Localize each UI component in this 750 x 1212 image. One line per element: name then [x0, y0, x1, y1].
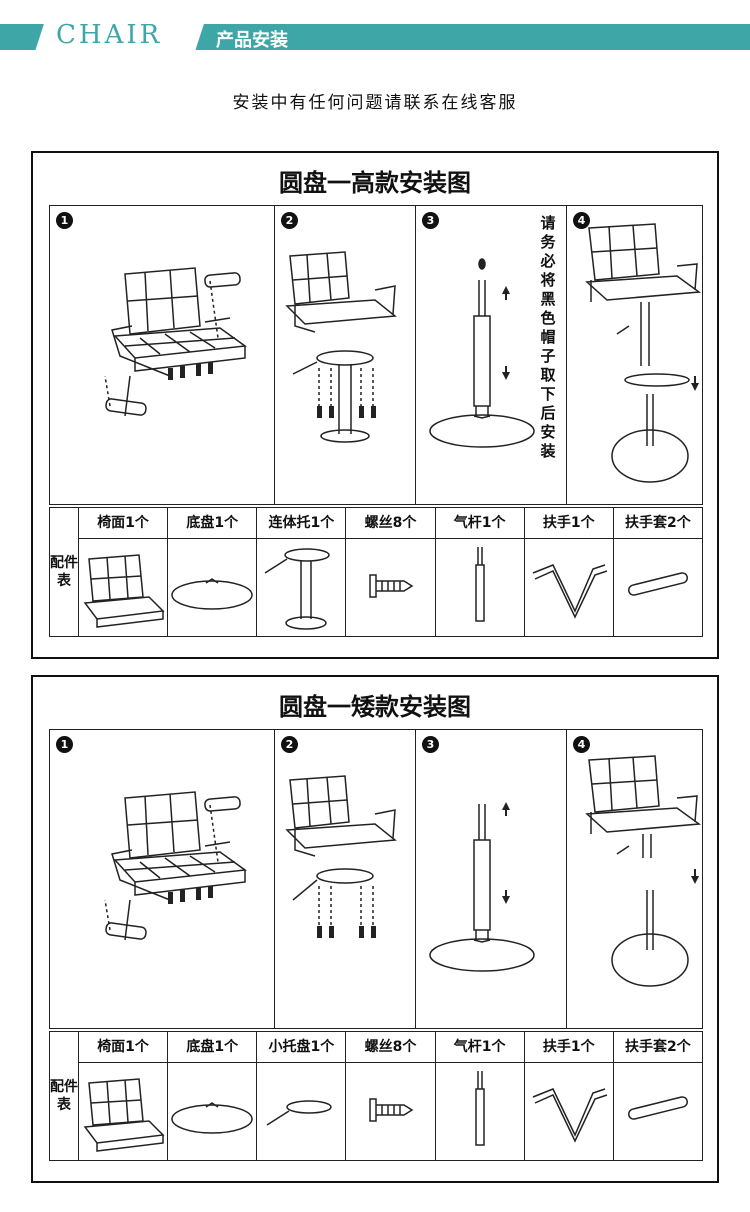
chair-seat-armrest-diagram — [104, 791, 248, 941]
bracket-icon — [264, 548, 331, 630]
seat-icon — [83, 1078, 165, 1152]
step-number-badge: 2 — [281, 212, 298, 229]
part-name: 底盘1个 — [168, 1032, 257, 1063]
part-base: 底盘1个 — [168, 1032, 258, 1160]
parts-list: 配件表 椅面1个 底盘1个 小托盘1个 螺 — [49, 1031, 703, 1161]
step-1: 1 — [50, 730, 275, 1028]
arm-sleeve-icon — [627, 572, 688, 596]
part-name: 扶手1个 — [524, 508, 613, 539]
step-number-badge: 2 — [281, 736, 298, 753]
part-name: 扶手1个 — [524, 1032, 613, 1063]
part-seat: 椅面1个 — [79, 1032, 169, 1160]
armrest-and-base-plate-diagram — [285, 251, 397, 443]
final-assembly-diagram — [585, 755, 702, 987]
step-3: 3 请务必将黑色帽子取下后安装 — [416, 206, 567, 504]
step-4: 4 — [567, 206, 702, 504]
gas-lift-icon — [474, 547, 485, 622]
base-plate-icon — [171, 578, 253, 610]
step-number-badge: 3 — [422, 736, 439, 753]
gas-lift-and-base-diagram — [429, 802, 535, 972]
step-number-badge: 3 — [422, 212, 439, 229]
install-panel-tall: 圆盘一高款安装图 1 — [31, 151, 719, 659]
step-1: 1 — [50, 206, 275, 504]
install-steps: 1 — [49, 205, 703, 505]
part-gas-lift: 气杆1个 — [435, 508, 525, 636]
part-name: 扶手套2个 — [613, 1032, 702, 1063]
part-seat: 椅面1个 — [79, 508, 169, 636]
gas-lift-icon — [474, 1071, 485, 1146]
chair-seat-armrest-diagram — [104, 267, 248, 417]
step-number-badge: 4 — [573, 736, 590, 753]
part-armrest: 扶手1个 — [524, 1032, 614, 1160]
install-panel-low: 圆盘一矮款安装图 1 — [31, 675, 719, 1183]
part-small-tray: 小托盘1个 — [257, 1032, 347, 1160]
part-arm-sleeve: 扶手套2个 — [613, 508, 702, 636]
remove-cap-note: 请务必将黑色帽子取下后安装 — [540, 214, 556, 460]
part-name: 螺丝8个 — [346, 508, 435, 539]
gas-lift-and-base-diagram — [429, 258, 535, 448]
armrest-and-small-tray-diagram — [285, 775, 397, 938]
part-bracket: 连体托1个 — [257, 508, 347, 636]
screw-icon — [369, 1098, 414, 1122]
service-note: 安装中有任何问题请联系在线客服 — [232, 93, 518, 113]
part-name: 扶手套2个 — [613, 508, 702, 539]
small-tray-icon — [266, 1100, 333, 1126]
armrest-icon — [532, 564, 607, 619]
panel-title: 圆盘一高款安装图 — [279, 169, 471, 197]
parts-list: 配件表 椅面1个 底盘1个 连体托1个 — [49, 507, 703, 637]
panel-title: 圆盘一矮款安装图 — [279, 693, 471, 721]
armrest-icon — [532, 1088, 607, 1143]
part-armrest: 扶手1个 — [524, 508, 614, 636]
step-number-badge: 1 — [56, 212, 73, 229]
part-name: 底盘1个 — [168, 508, 257, 539]
final-assembly-diagram — [585, 223, 702, 483]
part-arm-sleeve: 扶手套2个 — [613, 1032, 702, 1160]
part-name: 螺丝8个 — [346, 1032, 435, 1063]
install-steps: 1 — [49, 729, 703, 1029]
part-name: 小托盘1个 — [257, 1032, 346, 1063]
step-number-badge: 4 — [573, 212, 590, 229]
seat-icon — [83, 554, 165, 628]
screw-icon — [369, 574, 414, 598]
section-title: 产品安装 — [216, 30, 288, 51]
arm-sleeve-icon — [627, 1096, 688, 1120]
step-3: 3 — [416, 730, 567, 1028]
step-number-badge: 1 — [56, 736, 73, 753]
part-name: 连体托1个 — [257, 508, 346, 539]
step-4: 4 — [567, 730, 702, 1028]
part-base: 底盘1个 — [168, 508, 258, 636]
step-2: 2 — [275, 206, 416, 504]
part-screws: 螺丝8个 — [346, 508, 436, 636]
header-banner: CHAIR 产品安装 — [0, 14, 750, 58]
base-plate-icon — [171, 1102, 253, 1134]
part-name: 椅面1个 — [79, 508, 168, 539]
part-name: 气杆1个 — [435, 1032, 524, 1063]
part-name: 椅面1个 — [79, 1032, 168, 1063]
step-2: 2 — [275, 730, 416, 1028]
parts-list-label: 配件表 — [50, 508, 79, 636]
part-gas-lift: 气杆1个 — [435, 1032, 525, 1160]
part-screws: 螺丝8个 — [346, 1032, 436, 1160]
part-name: 气杆1个 — [435, 508, 524, 539]
brand-logo: CHAIR — [56, 20, 163, 50]
parts-list-label: 配件表 — [50, 1032, 79, 1160]
